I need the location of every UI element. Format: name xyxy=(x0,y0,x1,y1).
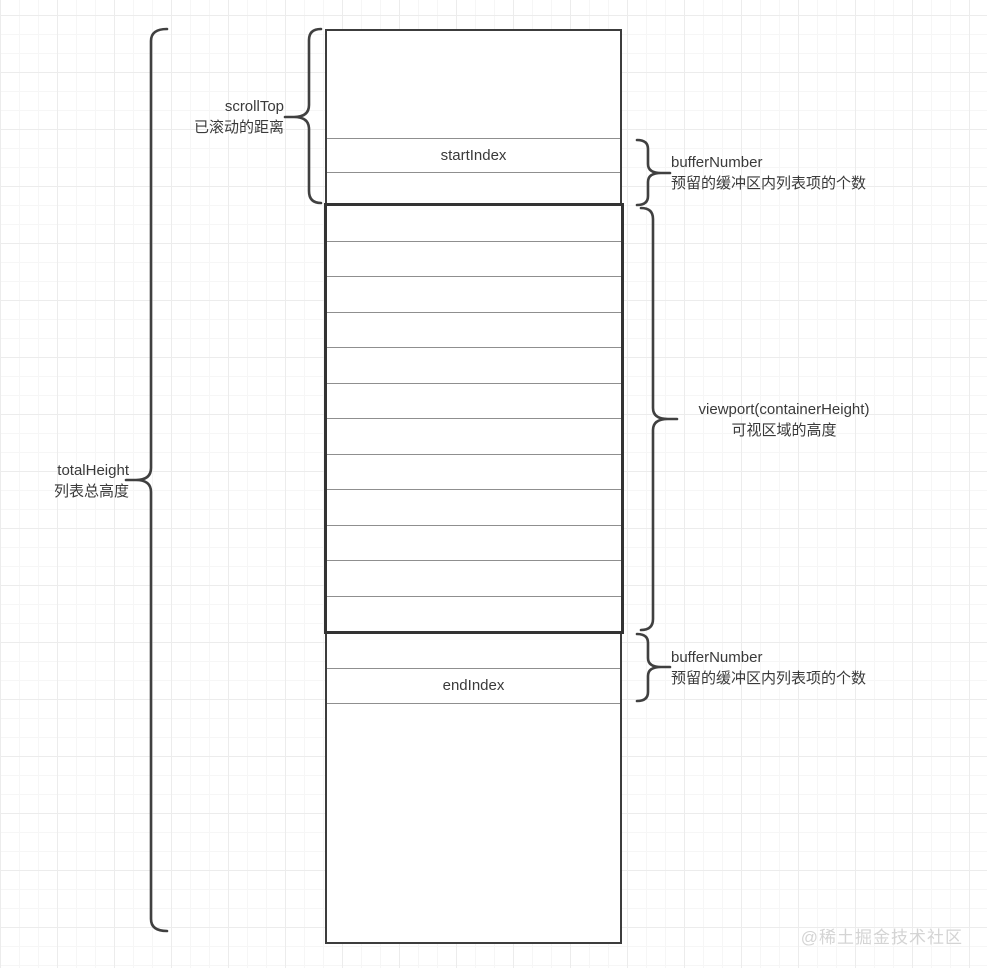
total-height-desc: 列表总高度 xyxy=(53,483,129,500)
viewport-label: viewport(containerHeight) 可视区域的高度 xyxy=(673,399,895,441)
viewport-desc: 可视区域的高度 xyxy=(731,422,837,439)
watermark: @稀土掘金技术社区 xyxy=(800,928,963,947)
viewport-row xyxy=(327,455,621,490)
viewport-box xyxy=(324,203,624,634)
viewport-term: viewport(containerHeight) xyxy=(698,401,870,418)
viewport-brace xyxy=(639,206,679,632)
buffer-number-top-label: bufferNumber 预留的缓冲区内列表项的个数 xyxy=(671,152,866,194)
start-index-row: startIndex xyxy=(327,138,620,173)
viewport-row xyxy=(327,526,621,561)
buffer-number-bottom-term: bufferNumber xyxy=(671,649,763,666)
end-index-row: endIndex xyxy=(327,668,620,704)
buffer-number-bottom-label: bufferNumber 预留的缓冲区内列表项的个数 xyxy=(671,647,866,689)
buffer-number-top-desc: 预留的缓冲区内列表项的个数 xyxy=(671,175,867,192)
total-height-term: totalHeight xyxy=(57,462,129,479)
total-height-label: totalHeight 列表总高度 xyxy=(54,460,129,502)
viewport-row xyxy=(327,561,621,597)
buffer-top-brace xyxy=(635,138,672,207)
buffer-number-bottom-desc: 预留的缓冲区内列表项的个数 xyxy=(671,670,867,687)
scroll-top-brace xyxy=(283,27,323,205)
viewport-row xyxy=(327,348,621,384)
viewport-row xyxy=(327,242,621,277)
viewport-row xyxy=(327,419,621,455)
scroll-top-term: scrollTop xyxy=(224,98,284,115)
buffer-number-top-term: bufferNumber xyxy=(671,154,763,171)
viewport-row xyxy=(327,277,621,313)
scroll-top-label: scrollTop 已滚动的距离 xyxy=(194,96,284,138)
viewport-row xyxy=(327,597,621,632)
viewport-row xyxy=(327,384,621,419)
buffer-bottom-brace xyxy=(635,632,672,703)
viewport-row xyxy=(327,206,621,242)
viewport-row xyxy=(327,313,621,348)
viewport-row xyxy=(327,490,621,526)
scroll-top-desc: 已滚动的距离 xyxy=(193,119,284,136)
total-height-brace xyxy=(124,27,169,933)
